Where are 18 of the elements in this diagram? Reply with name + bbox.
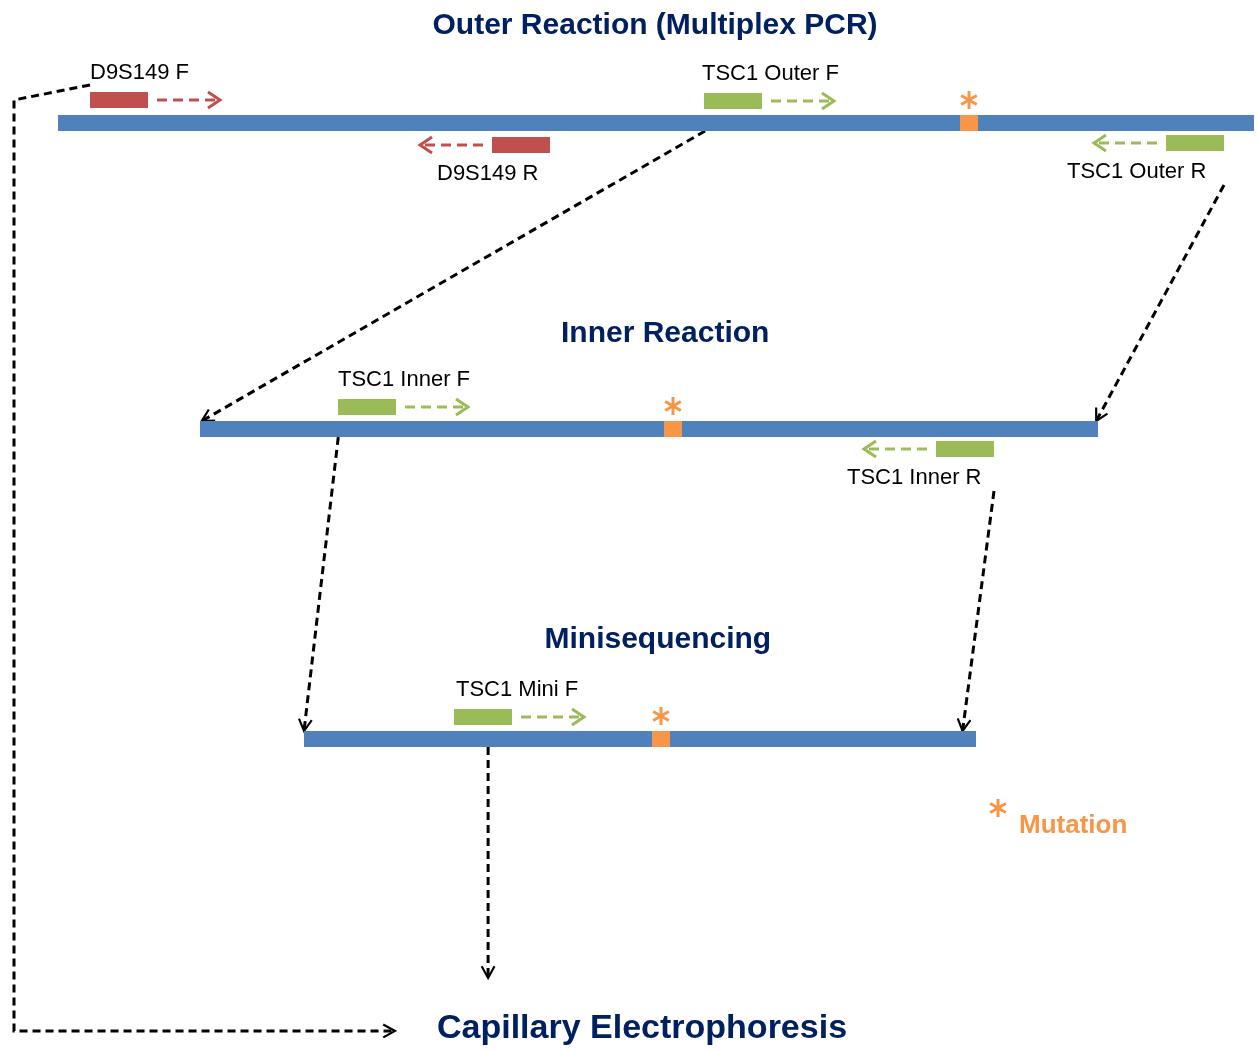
- legend-label: Mutation: [1019, 808, 1128, 840]
- primer-label: D9S149 R: [437, 161, 539, 185]
- primer-label: TSC1 Outer R: [1067, 159, 1207, 183]
- connector-arrow: [1094, 184, 1226, 423]
- primer-label: TSC1 Outer F: [702, 61, 839, 85]
- primer-label: TSC1 Inner F: [338, 367, 471, 391]
- connector-arrow: [297, 436, 340, 733]
- connector-arrow: [200, 129, 706, 423]
- primer-label: TSC1 Mini F: [456, 677, 579, 701]
- primer-label: D9S149 F: [90, 60, 190, 84]
- section-heading: Outer Reaction (Multiplex PCR): [432, 6, 878, 42]
- connector-arrow: [956, 490, 996, 733]
- section-heading: Inner Reaction: [561, 314, 770, 350]
- section-heading: Minisequencing: [544, 620, 772, 656]
- connector-arrow: [480, 747, 496, 980]
- connector-arrow: [12, 83, 397, 1039]
- process-label: Capillary Electrophoresis: [437, 1006, 848, 1046]
- primer-label: TSC1 Inner R: [847, 465, 982, 489]
